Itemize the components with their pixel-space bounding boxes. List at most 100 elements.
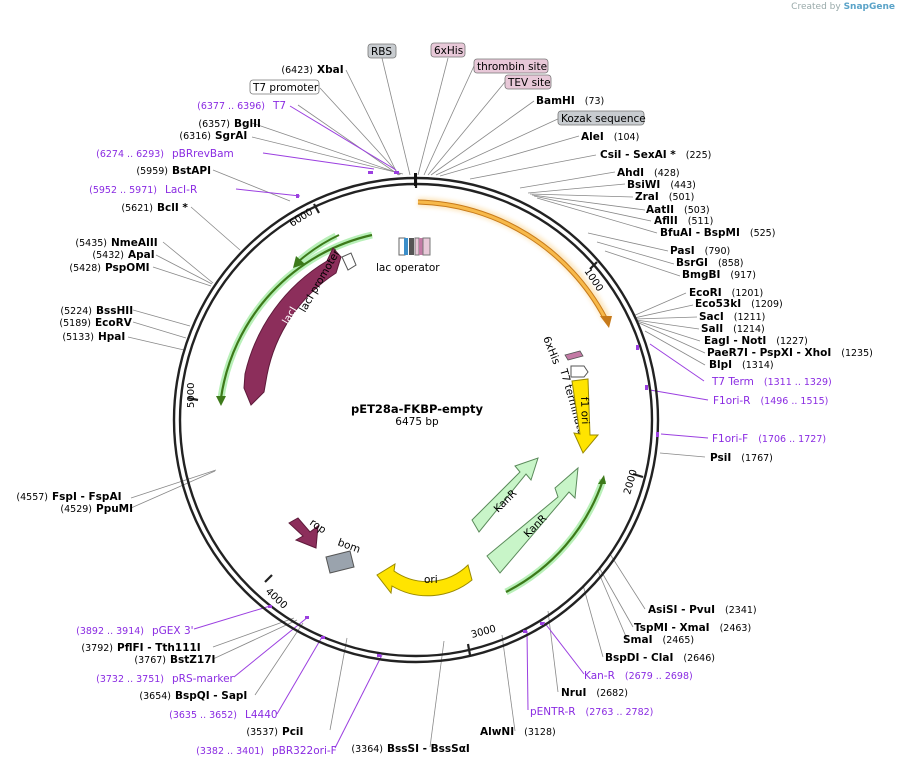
site-name: BamHI (536, 95, 575, 107)
primer-position: (1496 .. 1515) (760, 396, 828, 407)
site-name: PspOMI (105, 262, 150, 274)
site-name: SgrAI (215, 130, 247, 142)
primer-name: Kan-R (584, 670, 615, 682)
site-position: (1214) (733, 324, 765, 335)
cds-arrowhead (600, 316, 612, 328)
plasmid-name: pET28a-FKBP-empty (351, 402, 484, 416)
tev-site-label: TEV site (507, 77, 551, 89)
site-name: TspMI - XmaI (634, 622, 710, 634)
site-name: BspQI - SapI (175, 690, 247, 702)
site-name: PpuMI (96, 503, 133, 515)
site-position: (2465) (663, 635, 695, 646)
site-position: (1211) (734, 312, 766, 323)
leader-lines (127, 57, 706, 748)
6xHis-small-feature (564, 350, 584, 361)
site-name: BmgBI (682, 269, 720, 281)
lacI-green-arc (219, 233, 373, 399)
kozak-label: Kozak sequence (561, 113, 646, 125)
site-position: (1314) (742, 360, 774, 371)
site-name: BglII (234, 118, 261, 130)
site-position: (2682) (596, 688, 628, 699)
site-name: AflII (654, 215, 678, 227)
site-position: (525) (750, 228, 776, 239)
site-position: (5224) (60, 306, 92, 317)
site-position: (511) (688, 216, 714, 227)
primer-position: (3892 .. 3914) (76, 626, 144, 637)
ori-feature (376, 563, 473, 597)
site-position: (501) (669, 192, 695, 203)
rbs-label: RBS (371, 46, 392, 58)
site-name: BlpI (709, 359, 732, 371)
site-position: (1201) (732, 288, 764, 299)
plasmid-size: 6475 bp (395, 416, 439, 428)
primer-leader-lines (193, 105, 709, 749)
boxed-feature-labels: RBS 6xHis thrombin site TEV site Kozak s… (249, 42, 646, 126)
site-name: SalI (701, 323, 723, 335)
tick-label-2000: 2000 (622, 468, 640, 495)
site-position: (3767) (134, 655, 166, 666)
cds-glow (417, 197, 611, 322)
site-position: (5428) (69, 263, 101, 274)
primer-name: pBR322ori-F (272, 745, 337, 757)
6xHis-small-label: 6xHis (540, 335, 562, 367)
lac-operator-cluster (398, 237, 431, 256)
tick-marks (187, 178, 644, 656)
tev-site-box (504, 74, 552, 90)
site-name: BsiWI (627, 179, 660, 191)
site-position: (5435) (75, 238, 107, 249)
site-name: BclI * (157, 202, 188, 214)
site-position: (1227) (776, 336, 808, 347)
snapgene-logo: SnapGene (843, 2, 895, 12)
snapgene-credit: Created by SnapGene (791, 2, 895, 12)
primer-name: pENTR-R (530, 706, 576, 718)
primer-name: T7 Term (711, 376, 754, 388)
site-position: (2646) (683, 653, 715, 664)
site-position: (5959) (136, 166, 168, 177)
kanR-label-1: KanR (492, 487, 520, 515)
lacI-feature (243, 247, 342, 406)
site-name: PsiI (710, 452, 731, 464)
kanR-arrow-1 (471, 457, 539, 533)
primer-position: (3635 .. 3652) (169, 710, 237, 721)
site-position: (1209) (751, 299, 783, 310)
T7-terminator-feature (570, 365, 589, 378)
lacI-green-arrowhead (216, 396, 226, 406)
site-position: (3537) (246, 727, 278, 738)
site-position: (5189) (59, 318, 91, 329)
site-position: (5432) (92, 250, 124, 261)
thrombin-site-label: thrombin site (477, 61, 547, 73)
site-position: (2341) (725, 605, 757, 616)
primer-position: (6274 .. 6293) (96, 149, 164, 160)
site-name: XbaI (317, 64, 344, 76)
site-name: BstAPI (172, 165, 211, 177)
site-position: (503) (684, 205, 710, 216)
site-name: AleI (581, 131, 604, 143)
kanR-arrow-2 (486, 466, 579, 574)
primer-position: (3732 .. 3751) (96, 674, 164, 685)
site-name: Eco53kI (695, 298, 741, 310)
site-name: AsiSI - PvuI (648, 604, 715, 616)
site-name: SacI (699, 311, 724, 323)
tick-label-6000: 6000 (288, 207, 315, 230)
site-name: BsrGI (676, 257, 708, 269)
kozak-box (557, 110, 645, 126)
site-name: AatII (646, 204, 674, 216)
lac-operator-label: lac operator (376, 262, 440, 274)
site-name: BssHII (96, 305, 133, 317)
green-short-arrowhead (293, 256, 305, 268)
site-name: CsiI - SexAI * (600, 149, 676, 161)
site-name: ZraI (635, 191, 659, 203)
lacI-promoter-feature (341, 252, 357, 271)
site-position: (1235) (841, 348, 873, 359)
site-name: PaeR7I - PspXI - XhoI (707, 347, 831, 359)
site-position: (6357) (198, 119, 230, 130)
ring-markers (268, 171, 659, 657)
site-name: EagI - NotI (704, 335, 766, 347)
site-name: PasI (670, 245, 695, 257)
primer-name: pBRrevBam (172, 148, 234, 160)
site-name: BssSI - BssSαI (387, 743, 470, 755)
site-name: NmeAIII (111, 237, 158, 249)
primer-position: (1311 .. 1329) (764, 377, 832, 388)
site-position: (104) (614, 132, 640, 143)
